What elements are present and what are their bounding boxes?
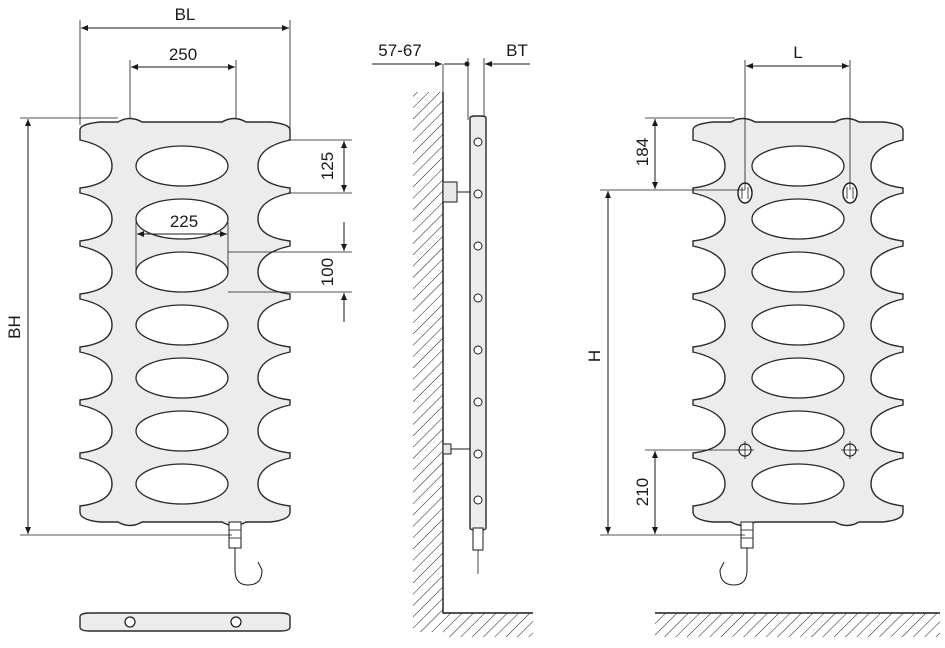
wall-distance-label: 57-67	[378, 41, 421, 60]
depth-label: BT	[506, 41, 528, 60]
back-radiator-body	[692, 117, 904, 586]
spacing-label: 250	[169, 45, 197, 64]
back-valve	[719, 521, 754, 586]
side-wall-bracket-top	[442, 181, 470, 203]
back-oval-holes	[751, 145, 845, 505]
top-offset-label: 184	[633, 138, 652, 166]
oval-height-label: 100	[318, 258, 337, 286]
back-view: L 184 H 210	[585, 43, 940, 637]
front-view: BL 250 BH 125 225 100	[5, 5, 352, 632]
bracket-height-label: H	[585, 350, 604, 362]
back-floor	[655, 612, 940, 637]
back-top-brackets	[737, 182, 858, 204]
height-label: BH	[5, 315, 24, 339]
oval-width-label: 225	[170, 212, 198, 231]
row-pitch-label: 125	[318, 152, 337, 180]
side-wall	[413, 92, 533, 637]
front-radiator-body	[79, 117, 291, 586]
front-plan-view	[79, 612, 291, 632]
front-oval-holes	[135, 145, 229, 505]
bracket-spacing-label: L	[793, 43, 802, 62]
side-view: 57-67 BT	[372, 41, 533, 637]
bottom-offset-label: 210	[633, 478, 652, 506]
side-radiator-profile	[469, 115, 487, 574]
front-valve	[228, 521, 263, 586]
side-wall-bracket-bottom	[442, 443, 470, 455]
width-label: BL	[175, 5, 196, 24]
